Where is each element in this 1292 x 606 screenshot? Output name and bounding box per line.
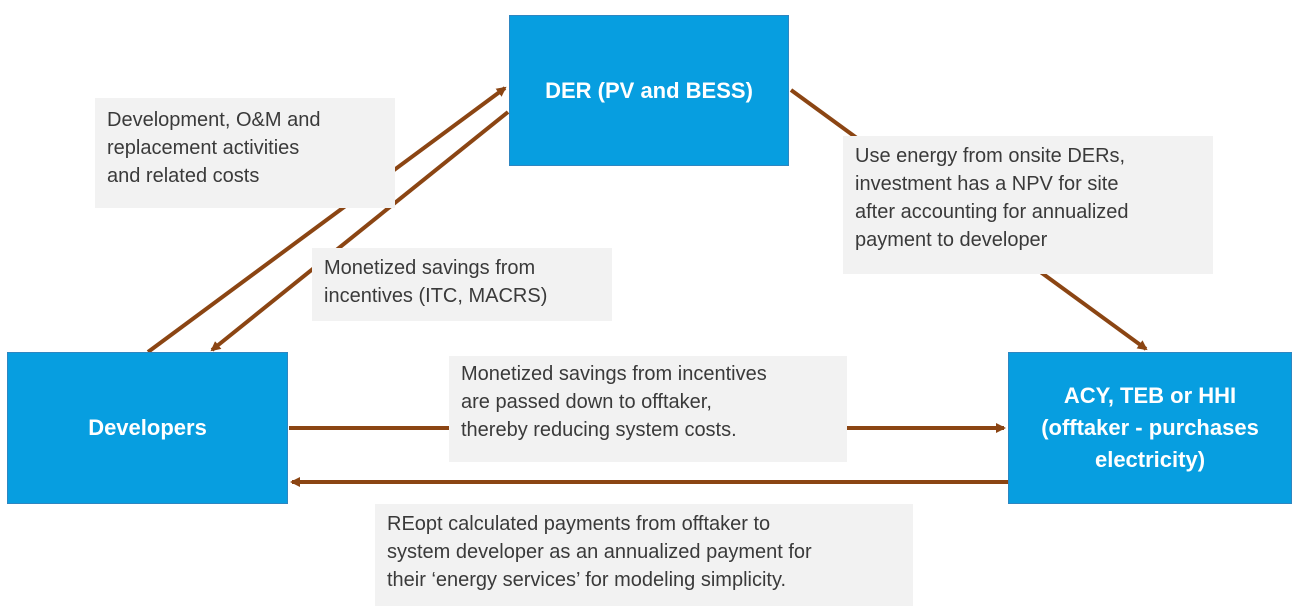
note-line: incentives (ITC, MACRS)	[324, 285, 548, 307]
note-line: and related costs	[107, 165, 260, 187]
reopt-payments-note: REopt calculated payments from offtaker …	[375, 504, 913, 606]
arrow-der-to-developers	[210, 110, 510, 352]
note-line: thereby reducing system costs.	[461, 419, 737, 441]
use-energy-note: Use energy from onsite DERs, investment …	[843, 136, 1213, 274]
offtaker-node: ACY, TEB or HHI (offtaker - purchases el…	[1008, 352, 1292, 504]
note-line: Monetized savings from	[324, 257, 536, 279]
note-line: are passed down to offtaker,	[461, 391, 712, 413]
monetized-savings-note: Monetized savings from incentives (ITC, …	[312, 248, 612, 321]
offtaker-label-line: ACY, TEB or HHI	[1063, 383, 1237, 408]
note-line: Use energy from onsite DERs,	[855, 145, 1126, 167]
development-costs-note: Development, O&M and replacement activit…	[95, 98, 395, 208]
developers-node-label: Developers	[88, 415, 207, 440]
der-node: DER (PV and BESS)	[509, 15, 789, 166]
passed-down-savings-note: Monetized savings from incentives are pa…	[449, 356, 847, 462]
note-line: investment has a NPV for site	[855, 173, 1119, 195]
note-line: REopt calculated payments from offtaker …	[387, 513, 771, 535]
arrow-developers-to-der	[146, 86, 507, 354]
der-node-label: DER (PV and BESS)	[545, 77, 753, 103]
note-line: their ‘energy services’ for modeling sim…	[387, 569, 787, 591]
offtaker-node-label: ACY, TEB or HHI (offtaker - purchases el…	[1041, 380, 1259, 476]
note-line: system developer as an annualized paymen…	[387, 541, 812, 563]
note-line: replacement activities	[107, 137, 300, 159]
note-line: Development, O&M and	[107, 109, 321, 131]
developers-node: Developers	[7, 352, 288, 504]
note-line: Monetized savings from incentives	[461, 363, 767, 385]
offtaker-label-line: electricity)	[1094, 447, 1206, 472]
offtaker-label-line: (offtaker - purchases	[1041, 415, 1259, 440]
note-line: after accounting for annualized	[855, 201, 1129, 223]
note-line: payment to developer	[855, 229, 1048, 251]
